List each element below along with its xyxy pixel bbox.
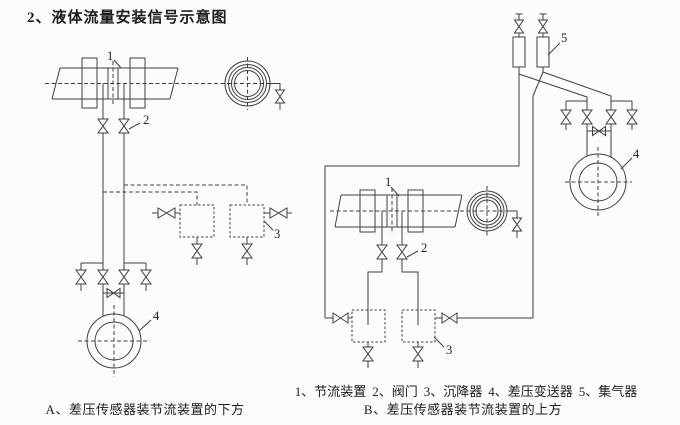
valve-icon: [157, 207, 176, 219]
pipe-a: [45, 67, 277, 100]
callout-settler-b: 3: [446, 343, 452, 357]
flange-left-b: [359, 189, 376, 233]
callout-orifice-b: 1: [385, 175, 391, 189]
legend-item: 3、沉降器: [423, 384, 483, 399]
leader-3-b: [433, 336, 445, 348]
diagram-b: 5 4: [324, 13, 640, 368]
tap-valves-a: [97, 83, 130, 134]
equalizing-valve-icon: [592, 125, 606, 137]
leader-4-a: [138, 319, 152, 332]
gas-collectors-b: [512, 13, 550, 68]
valve-icon: [605, 109, 617, 125]
pipe-cross-section-a: [224, 57, 286, 110]
valve-icon: [560, 109, 572, 125]
tap-valves-b: [376, 211, 408, 260]
valve-icon: [97, 118, 109, 134]
impulse-routing-b: [324, 67, 612, 318]
settler-side-valves-a: [152, 207, 292, 219]
dp-transmitter-a: [78, 305, 150, 377]
caption-diagram-b: B、差压传感器装节流装置的上方: [363, 402, 563, 417]
legend-item: 1、节流装置: [294, 384, 367, 399]
settler-drain-valves-b: [362, 342, 424, 368]
valve-icon: [269, 207, 288, 219]
valve-icon: [274, 89, 286, 104]
valve-icon: [241, 243, 253, 259]
valve-icon: [118, 269, 130, 285]
valve-icon: [537, 19, 549, 34]
leader-4-b: [620, 157, 633, 170]
gas-collector-right: [536, 36, 550, 68]
impulse-line-left-b: [367, 259, 383, 325]
dp-transmitter-b: [565, 147, 632, 218]
valve-icon: [362, 346, 374, 362]
leader-1-a: [113, 59, 122, 69]
valve-icon: [412, 346, 424, 362]
branch-right-a: [124, 184, 248, 205]
flange-right-a: [129, 57, 146, 109]
leader-1-b: [390, 186, 400, 197]
valve-icon: [441, 312, 458, 324]
valve-icon: [140, 269, 152, 285]
legend: 1、节流装置 2、阀门 3、沉降器 4、差压变送器 5、集气器: [295, 381, 638, 400]
leader-5-b: [547, 42, 561, 56]
leader-3-a: [263, 220, 274, 231]
caption-diagram-a: A、差压传感器装节流装置的下方: [45, 402, 245, 417]
manifold-a: [75, 262, 152, 316]
flange-right-b: [407, 189, 424, 233]
valve-icon: [511, 217, 523, 232]
callout-valve-b: 2: [421, 241, 427, 255]
settler-drain-valves-a: [191, 237, 253, 265]
valve-icon: [191, 243, 203, 259]
leader-2-b: [406, 250, 419, 258]
valve-icon: [513, 19, 525, 34]
settler-side-valves-b: [325, 312, 533, 324]
valve-icon: [581, 109, 593, 125]
callout-valve-a: 2: [143, 113, 149, 127]
legend-item: 4、差压变送器: [488, 384, 573, 399]
callout-transmitter-b: 4: [633, 147, 640, 161]
equalizing-valve-icon: [106, 287, 121, 299]
branch-left-a: [103, 191, 198, 205]
callout-transmitter-a: 4: [153, 309, 160, 323]
callout-gas-collector-b: 5: [561, 31, 567, 45]
valve-icon: [396, 244, 408, 260]
settler-box-right-a: [229, 204, 265, 238]
manifold-b: [560, 100, 638, 157]
page-title: 2、液体流量安装信号示意图: [27, 10, 228, 26]
gas-collector-left: [512, 36, 526, 68]
callout-settler-a: 3: [274, 227, 280, 241]
valve-icon: [332, 312, 349, 324]
impulse-line-right-b: [401, 259, 419, 325]
leader-2-a: [128, 122, 141, 130]
legend-item: 5、集气器: [578, 384, 638, 399]
callout-orifice-a: 1: [107, 49, 113, 63]
flange-left-a: [81, 57, 98, 109]
valve-icon: [75, 269, 87, 285]
pipe-cross-section-b: [466, 186, 523, 238]
legend-item: 2、阀门: [372, 384, 418, 399]
valve-icon: [118, 118, 130, 134]
valve-icon: [626, 109, 638, 125]
settler-box-left-a: [179, 204, 215, 238]
diagram-a: 1 2: [45, 49, 292, 377]
valve-icon: [376, 244, 388, 260]
valve-icon: [97, 269, 109, 285]
